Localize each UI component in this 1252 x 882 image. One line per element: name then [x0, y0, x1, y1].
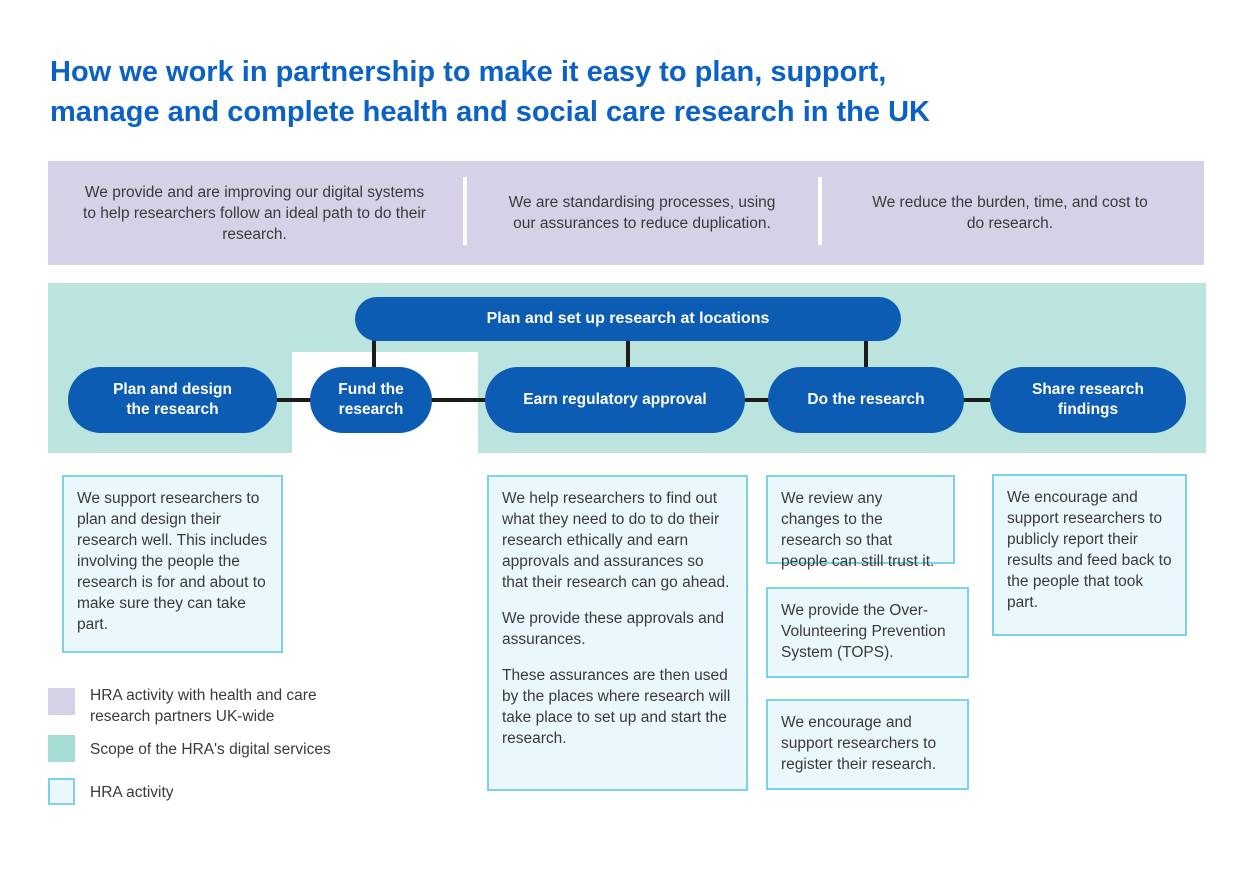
connector-do-to-share [962, 398, 992, 402]
statement-divider-2 [818, 177, 822, 245]
detail-box-register: We encourage and support researchers to … [766, 699, 969, 790]
detail-text: These assurances are then used by the pl… [502, 667, 731, 747]
statement-divider-1 [463, 177, 467, 245]
detail-text: We help researchers to find out what the… [502, 490, 730, 591]
connector-fund-to-earn [430, 398, 487, 402]
pill-plan-design: Plan and design the research [68, 367, 277, 433]
legend-label-teal: Scope of the HRA's digital services [90, 741, 331, 758]
connector-plan-to-fund [275, 398, 312, 402]
pill-share-findings: Share research findings [990, 367, 1186, 433]
connector-top-to-earn [626, 338, 630, 370]
detail-text: We provide these approvals and assurance… [502, 610, 725, 648]
statement-standardising: We are standardising processes, using ou… [508, 194, 776, 232]
connector-earn-to-do [743, 398, 770, 402]
detail-box-review-changes: We review any changes to the research so… [766, 475, 955, 570]
detail-box-share-findings: We encourage and support researchers to … [992, 474, 1187, 636]
page-title: How we work in partnership to make it ea… [50, 56, 930, 128]
pill-earn-approval: Earn regulatory approval [485, 367, 745, 433]
pill-fund-research: Fund the research [310, 367, 432, 433]
legend-swatch-teal [48, 735, 75, 762]
detail-box-tops: We provide the Over-Volunteering Prevent… [766, 587, 969, 678]
legend-label-light-blue: HRA activity [90, 784, 174, 801]
detail-box-earn-approval: We help researchers to find out what the… [487, 475, 748, 791]
partnership-band [48, 161, 1204, 265]
detail-text: We encourage and support researchers to … [1007, 489, 1172, 611]
detail-text: We support researchers to plan and desig… [77, 490, 268, 633]
detail-text: We encourage and support researchers to … [781, 714, 937, 773]
detail-text: We review any changes to the research so… [781, 490, 935, 570]
legend-swatch-purple [48, 688, 75, 715]
pill-do-research: Do the research [768, 367, 964, 433]
detail-box-plan-design: We support researchers to plan and desig… [62, 475, 283, 653]
statement-digital-systems: We provide and are improving our digital… [83, 183, 426, 243]
legend-swatch-light-blue [48, 778, 75, 805]
pill-plan-setup-locations: Plan and set up research at locations [355, 297, 901, 341]
connector-top-to-fund [372, 338, 376, 370]
detail-text: We provide the Over-Volunteering Prevent… [781, 602, 946, 661]
connector-top-to-do [864, 338, 868, 370]
statement-reduce-burden: We reduce the burden, time, and cost to … [872, 194, 1148, 232]
legend-label-purple: HRA activity with health and care resear… [90, 687, 317, 725]
